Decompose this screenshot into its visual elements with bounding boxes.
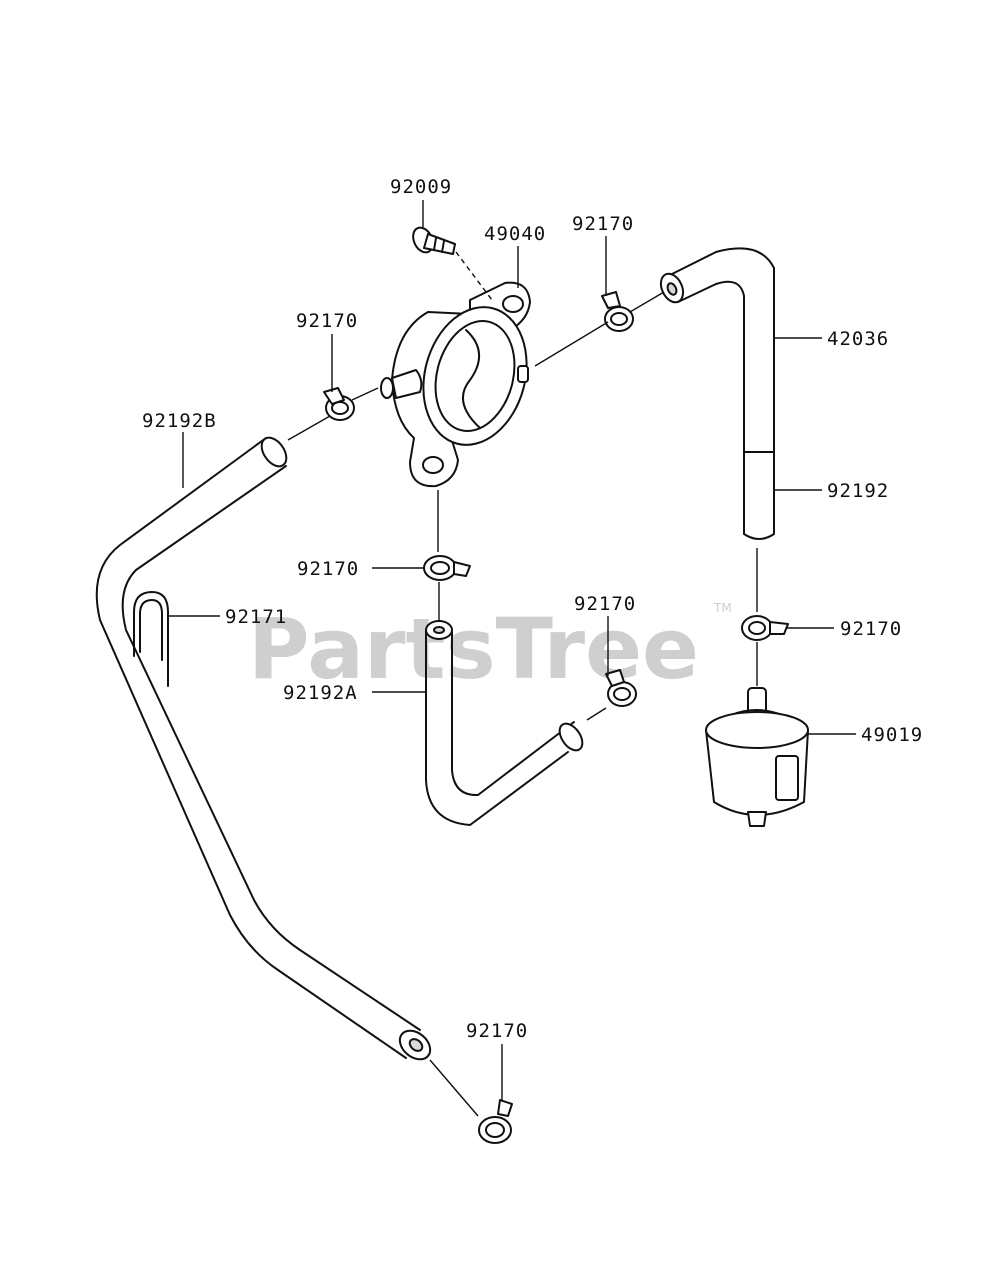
clamp-92170-mid[interactable]: [423, 555, 471, 581]
part-92009-screw[interactable]: [409, 224, 456, 255]
part-92192-hose[interactable]: [743, 451, 775, 540]
label-92170-bottom[interactable]: 92170: [466, 1020, 528, 1042]
part-92192B-hose[interactable]: [95, 433, 436, 1065]
label-92170-center[interactable]: 92170: [574, 593, 636, 615]
clamp-92170-left[interactable]: [323, 387, 355, 421]
part-49019-fuel-filter[interactable]: [705, 687, 809, 827]
watermark-trademark: TM: [713, 601, 732, 615]
leader-lines: [168, 200, 856, 1100]
label-49040[interactable]: 49040: [484, 223, 546, 245]
label-92170-top[interactable]: 92170: [572, 213, 634, 235]
label-92192[interactable]: 92192: [827, 480, 889, 502]
part-92171-clip[interactable]: [133, 591, 169, 687]
label-49019[interactable]: 49019: [861, 724, 923, 746]
part-42036-hose[interactable]: [657, 247, 775, 457]
label-92171[interactable]: 92171: [225, 606, 287, 628]
label-92192B[interactable]: 92192B: [142, 410, 217, 432]
assembly-centerlines: [287, 251, 758, 1117]
label-92192A[interactable]: 92192A: [283, 682, 358, 704]
label-92170-right[interactable]: 92170: [840, 618, 902, 640]
clamp-92170-right[interactable]: [741, 615, 789, 641]
clamp-92170-bottom[interactable]: [478, 1099, 513, 1144]
part-92192A-hose[interactable]: [425, 620, 587, 826]
part-49040-fuel-pump[interactable]: [380, 281, 541, 488]
label-42036[interactable]: 42036: [827, 328, 889, 350]
clamp-92170-top[interactable]: [601, 291, 634, 332]
label-92170-mid[interactable]: 92170: [297, 558, 359, 580]
clamp-92170-center[interactable]: [605, 669, 637, 707]
label-92170-left[interactable]: 92170: [296, 310, 358, 332]
label-92009[interactable]: 92009: [390, 176, 452, 198]
